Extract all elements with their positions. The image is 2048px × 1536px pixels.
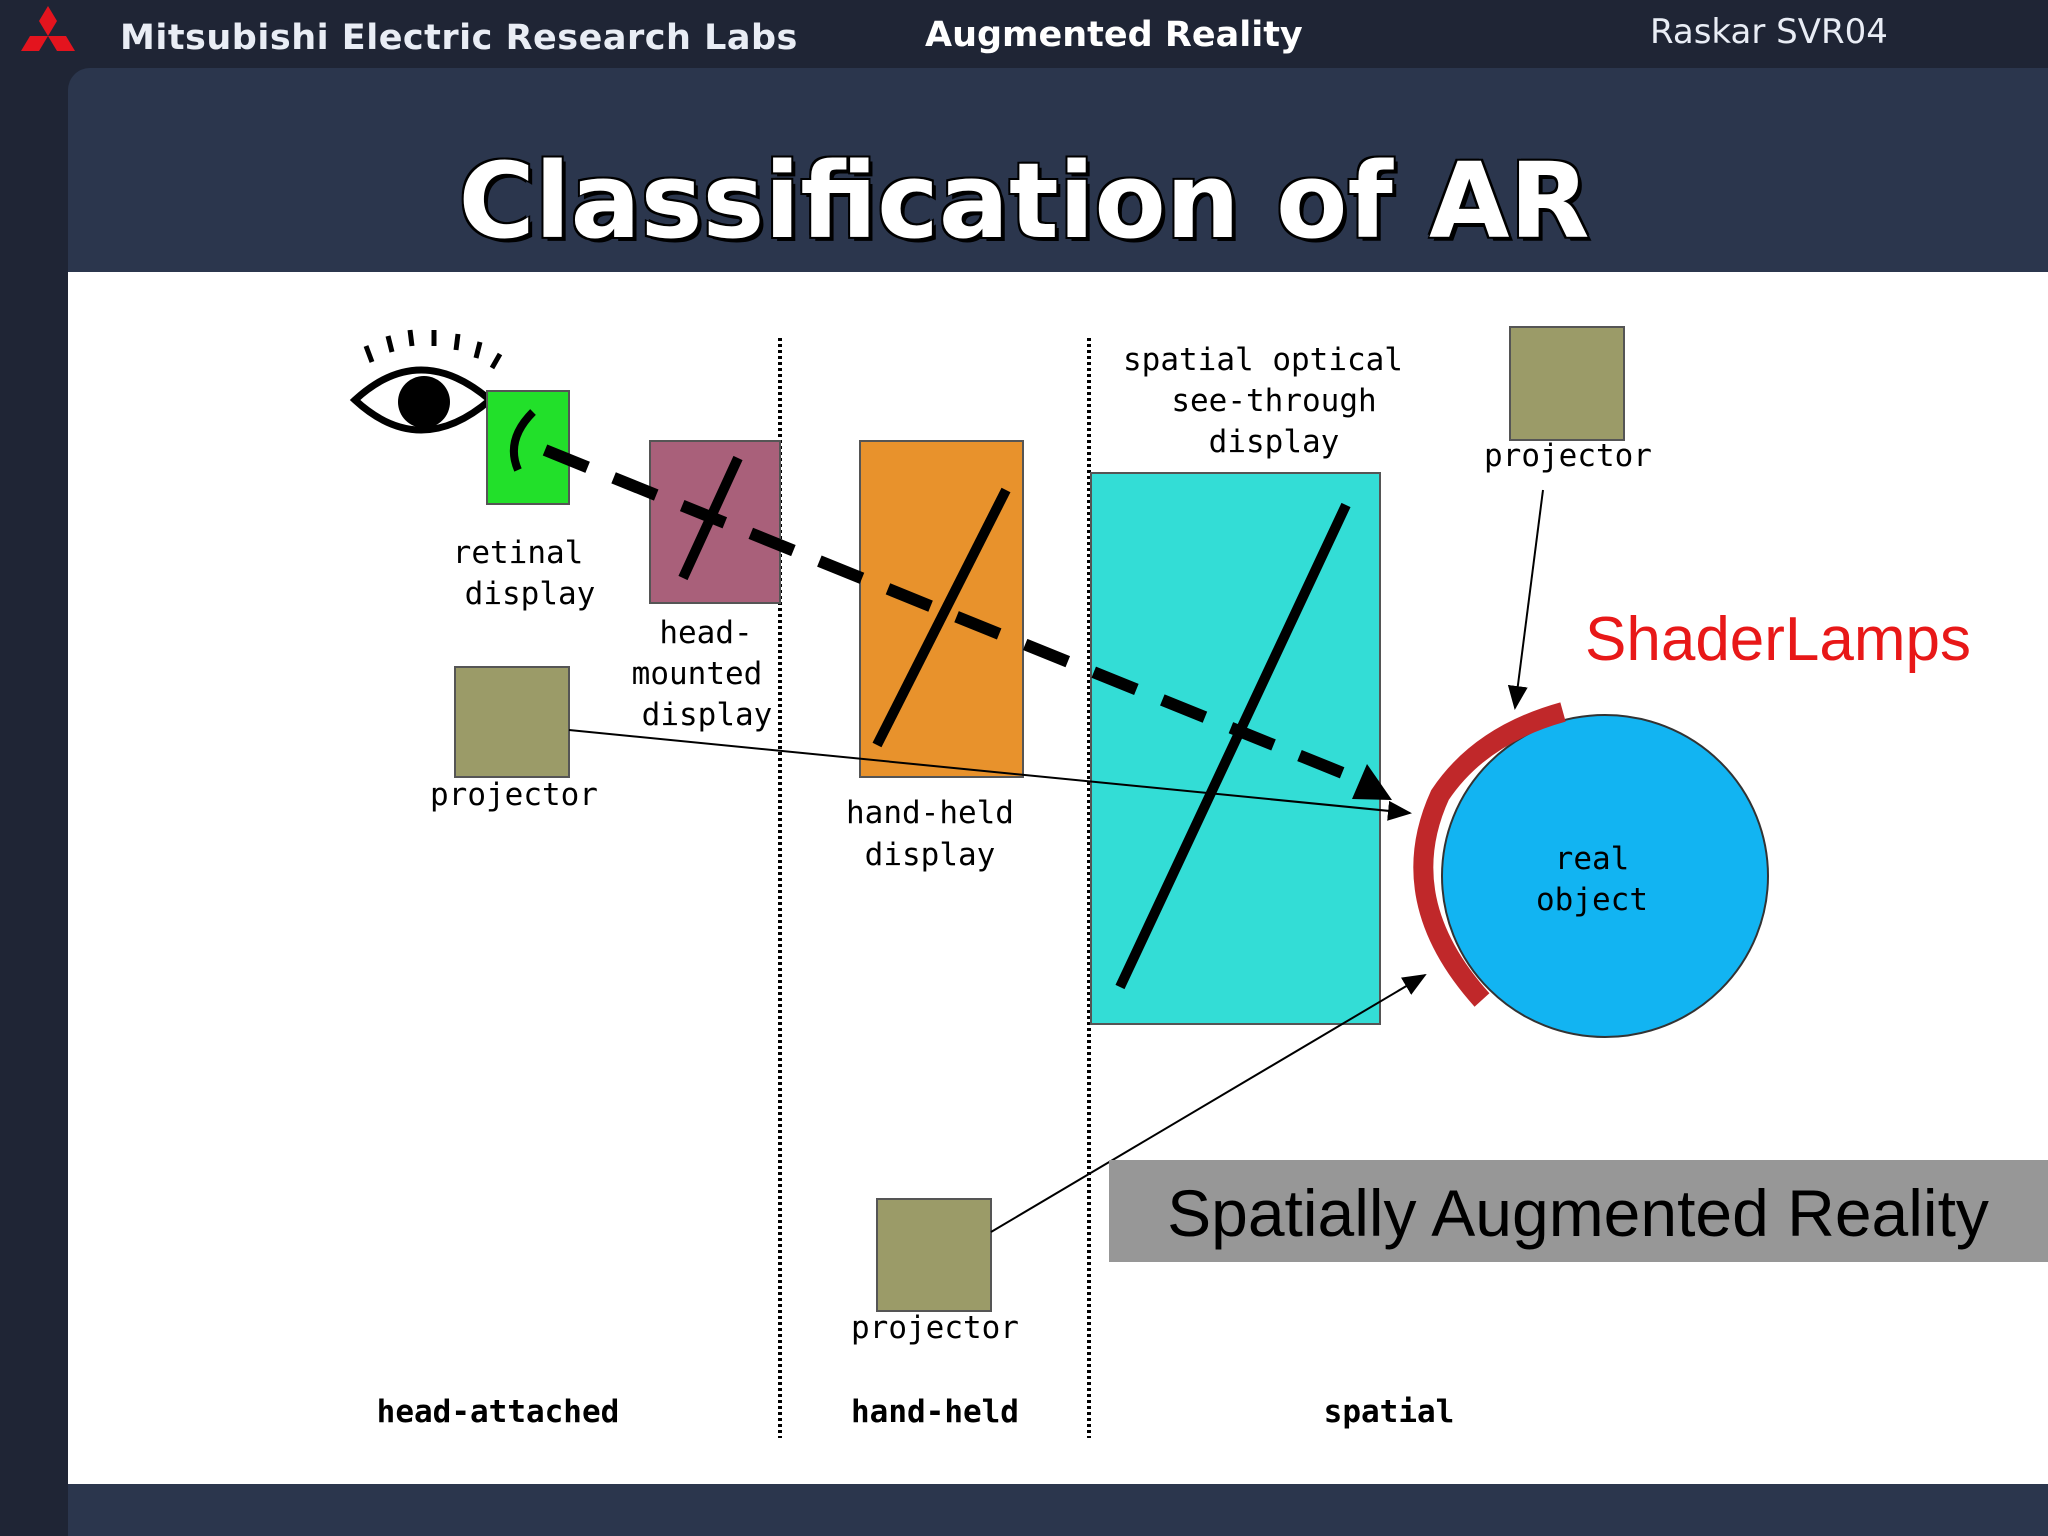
mitsubishi-logo [21, 6, 75, 51]
label-projector-left: projector [430, 777, 598, 813]
real-object [1441, 714, 1769, 1038]
footer-band [68, 1484, 2048, 1536]
shaderlamp-arc [1413, 702, 1566, 1007]
ray-top-projector [1507, 489, 1544, 710]
ray-bottom-projector [990, 973, 1427, 1233]
topic-label: Augmented Reality [925, 15, 1303, 55]
label-handheld-1: hand-held [846, 795, 1014, 831]
author-label: Raskar SVR04 [1650, 12, 1888, 52]
shaderlamps-label: ShaderLamps [1585, 605, 1971, 674]
sar-banner-text: Spatially Augmented Reality [1167, 1176, 1989, 1250]
title-band [68, 68, 2048, 272]
label-hmd-2: mounted [632, 656, 763, 692]
label-handheld-2: display [865, 837, 996, 873]
handheld-mirror [872, 487, 1011, 748]
label-projector-bottom: projector [851, 1310, 1019, 1346]
label-hmd-3: display [642, 697, 773, 733]
label-real-1: real [1555, 841, 1630, 877]
label-spatial-3: display [1209, 424, 1340, 460]
top-bar: Mitsubishi Electric Research Labs Augmen… [0, 0, 2048, 68]
left-stripe [0, 68, 68, 1536]
line-of-sight-arrowhead [1352, 764, 1392, 800]
label-real-2: object [1536, 882, 1648, 918]
org-name: Mitsubishi Electric Research Labs [120, 18, 798, 58]
category-spatial: spatial [1324, 1394, 1455, 1430]
eye-icon [349, 329, 503, 434]
ray-left-projector [568, 729, 1412, 821]
projector-left [454, 666, 570, 778]
label-retinal-2: display [465, 576, 596, 612]
projector-bottom [876, 1198, 992, 1312]
label-hmd-1: head- [659, 615, 752, 651]
label-retinal-1: retinal [453, 535, 584, 571]
retinal-lens-icon [509, 409, 536, 472]
label-projector-top: projector [1484, 438, 1652, 474]
sar-banner [1109, 1160, 2048, 1262]
retinal-display-box [486, 390, 570, 505]
category-hand-held: hand-held [851, 1394, 1019, 1430]
label-spatial-2: see-through [1171, 383, 1376, 419]
label-spatial-1: spatial optical [1123, 342, 1403, 378]
slide-title: Classification of AR [458, 140, 1590, 262]
projector-top [1509, 326, 1625, 441]
spatial-mirror [1115, 502, 1351, 990]
category-head-attached: head-attached [377, 1394, 620, 1430]
